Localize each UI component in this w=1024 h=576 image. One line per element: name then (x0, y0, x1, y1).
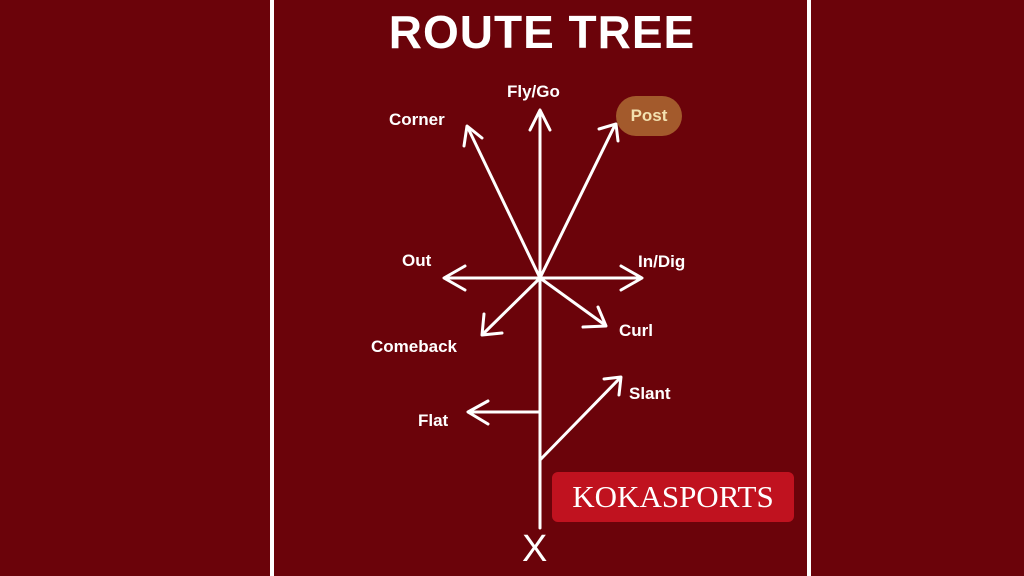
in-dig-arrowhead (619, 264, 644, 292)
post-arrowhead (597, 122, 620, 143)
route-label-flat: Flat (418, 411, 449, 430)
route-label-comeback: Comeback (371, 337, 457, 356)
comeback-arrowhead (480, 312, 504, 337)
corner-arrowhead (462, 124, 484, 148)
right-sideline (807, 0, 811, 576)
slant-arrowhead (602, 375, 623, 397)
curl-route-line (538, 276, 607, 327)
out-arrowhead (442, 264, 467, 292)
route-label-curl: Curl (619, 321, 653, 340)
route-label-out: Out (402, 251, 432, 270)
route-label-post: Post (630, 106, 668, 125)
route-label-slant: Slant (629, 384, 671, 403)
curl-arrowhead (581, 305, 608, 329)
receiver-mark: X (522, 528, 548, 570)
page-title: ROUTE TREE (388, 6, 696, 58)
post-highlight (616, 96, 682, 136)
brand-watermark: KOKASPORTS (552, 472, 794, 522)
corner-route-line (466, 126, 542, 280)
route-label-in-dig: In/Dig (638, 252, 686, 271)
slant-route-line (538, 376, 622, 462)
comeback-route-line (482, 276, 542, 335)
left-sideline (270, 0, 274, 576)
post-route-line (538, 123, 617, 280)
flat-arrowhead (466, 399, 490, 426)
fly-arrowhead (528, 108, 552, 132)
route-label-fly: Fly/Go (507, 82, 560, 101)
route-label-corner: Corner (389, 110, 445, 129)
